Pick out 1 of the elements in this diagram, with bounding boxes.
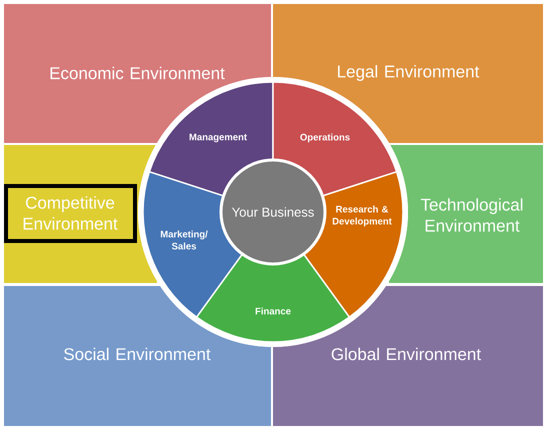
environment-box: Competitive Environment xyxy=(4,145,157,283)
